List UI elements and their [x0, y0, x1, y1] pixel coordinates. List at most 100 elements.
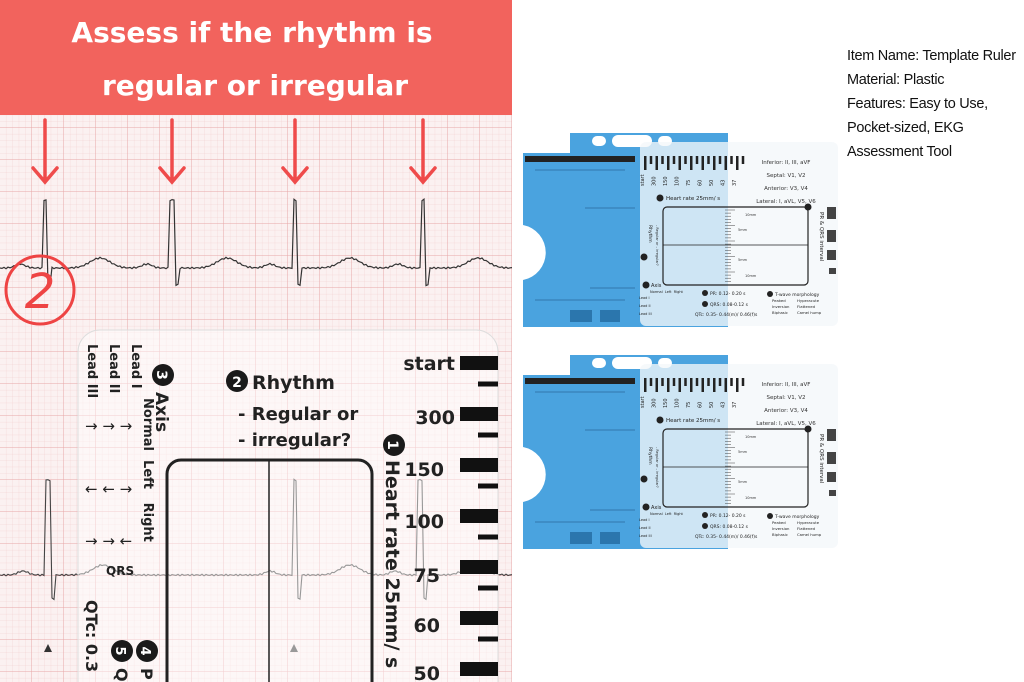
card-interval-label: PR & QRS interval: [818, 434, 824, 484]
badge-5: 5: [112, 646, 127, 655]
card-rhythm: Rhythm: [647, 225, 653, 243]
product-info: Item Name: Template Ruler Material: Plas…: [847, 44, 1016, 164]
banner-line-1: Assess if the rhythm is: [71, 16, 432, 49]
card-twave-item: Flattened: [797, 304, 816, 309]
svg-text:→ → →: → → →: [85, 417, 132, 435]
card-box-mark: 10mm: [745, 435, 757, 439]
card-rate-label: 100: [675, 398, 681, 408]
lead-label: Lead I: [128, 344, 143, 389]
ruler-closeup: start 300 150 100 75 60 50 1 Heart rate …: [77, 329, 499, 682]
ecg-closeup-image: Assess if the rhythm is regular or irreg…: [0, 0, 512, 682]
card-twave-item: Camel hump: [797, 310, 822, 315]
rate-label: 50: [414, 663, 440, 682]
card-rate-label: 50: [709, 180, 715, 186]
rate-tick: [478, 636, 498, 642]
axis-columns: Normal Left Right: [140, 398, 155, 542]
rate-tick: [460, 356, 498, 370]
rate-tick: [460, 458, 498, 472]
card-box-mark: 5mm: [738, 480, 748, 484]
card-twave-item: Peaked: [772, 298, 786, 303]
card-twave-item: Biphasic: [772, 532, 788, 537]
heart-rate-label: Heart rate 25mm/ s: [381, 460, 403, 668]
card-heart-rate: Heart rate 25mm/ s: [666, 196, 720, 202]
card-rate-label: start: [640, 174, 646, 186]
card-twave-item: Flattened: [797, 526, 816, 531]
features-line-2: Pocket-sized, EKG: [847, 120, 964, 136]
card-axis-columns: Normal Left Right: [650, 290, 684, 294]
rate-tick: [460, 560, 498, 574]
svg-text:← ← →: ← ← →: [85, 480, 132, 498]
ecg-trace-top: [0, 198, 512, 287]
rhythm-line-2: - irregular?: [238, 430, 351, 451]
card-rate-label: 150: [663, 176, 669, 186]
rate-tick: [478, 483, 498, 489]
badge-3: 3: [153, 370, 169, 380]
rhythm-title: Rhythm: [252, 372, 335, 394]
rate-label: 60: [414, 615, 440, 637]
rate-tick: [478, 432, 498, 438]
badge-4: 4: [137, 646, 152, 655]
card-twave-item: Inversion: [772, 526, 790, 531]
card-interval-label: PR & QRS interval: [818, 212, 824, 262]
card-rhythm-sub: - Regular or - irregular?: [655, 225, 659, 266]
down-arrow-icon: [409, 118, 437, 185]
card-twave-item: Camel hump: [797, 532, 822, 537]
card-lead-info: Inferior: II, III, aVF: [762, 382, 811, 388]
card-qtc: QTc: 0.35- 0.44(m)/ 0.46(f)s: [695, 534, 758, 540]
card-lead-info: Lateral: I, aVL, V5, V6: [756, 199, 816, 205]
card-rate-label: 60: [698, 402, 704, 408]
qtc-label: QTc: 0.3: [82, 600, 101, 672]
lead-label: Lead III: [84, 344, 99, 398]
card-heart-rate: Heart rate 25mm/ s: [666, 418, 720, 424]
card-rate-label: 43: [721, 180, 727, 186]
card-box-mark: 5mm: [738, 228, 748, 232]
rhythm-line-1: - Regular or: [238, 404, 358, 425]
card-rate-label: 43: [721, 402, 727, 408]
card-qtc: QTc: 0.35- 0.44(m)/ 0.46(f)s: [695, 312, 758, 318]
card-box-mark: 10mm: [745, 496, 757, 500]
card-axis: Axis: [651, 283, 662, 289]
card-lead-info: Septal: V1, V2: [766, 173, 805, 179]
rate-label: 75: [414, 565, 440, 587]
card-lead: Lead II: [639, 526, 651, 530]
step-number: 2: [25, 264, 56, 320]
card-twave: T-wave morphology: [774, 514, 820, 520]
rate-tick: [460, 509, 498, 523]
arrow-icons: [31, 118, 437, 185]
paper-markers: [44, 644, 298, 652]
card-lead-info: Anterior: V3, V4: [764, 186, 808, 192]
rate-tick: [478, 381, 498, 387]
card-axis: Axis: [651, 505, 662, 511]
card-rate-label: 100: [675, 176, 681, 186]
rate-tick: [478, 585, 498, 591]
card-twave: T-wave morphology: [774, 292, 820, 298]
card-rate-label: 75: [686, 402, 692, 408]
rate-label: start: [403, 353, 455, 375]
card-rhythm-sub: - Regular or - irregular?: [655, 447, 659, 488]
ecg-trace-bottom: [0, 478, 512, 601]
card-lead: Lead II: [639, 304, 651, 308]
card-lead-info: Inferior: II, III, aVF: [762, 160, 811, 166]
banner-line-2: regular or irregular: [102, 69, 408, 102]
card-qrs: QRS: 0.08-0.12 s: [710, 524, 749, 530]
rate-tick: [460, 662, 498, 676]
card-twave-item: Peaked: [772, 520, 786, 525]
card-rate-label: 50: [709, 402, 715, 408]
card-axis-columns: Normal Left Right: [650, 512, 684, 516]
svg-text:→ → ←: → → ←: [85, 532, 132, 550]
down-arrow-icon: [31, 118, 59, 185]
down-arrow-icon: [158, 118, 186, 185]
qrs-label: QRS: [106, 564, 134, 578]
rate-label: 100: [404, 511, 444, 533]
badge-5-text: Q: [112, 668, 131, 682]
material: Material: Plastic: [847, 72, 945, 88]
card-box-mark: 5mm: [738, 450, 748, 454]
lead-label: Lead II: [106, 344, 121, 393]
card-lead-info: Anterior: V3, V4: [764, 408, 808, 414]
card-pr: PR: 0.12- 0.20 s: [710, 291, 746, 297]
axis-title: Axis: [151, 392, 171, 432]
card-rate-label: 300: [652, 176, 658, 186]
card-lead: Lead III: [639, 534, 652, 538]
banner: [0, 0, 512, 115]
